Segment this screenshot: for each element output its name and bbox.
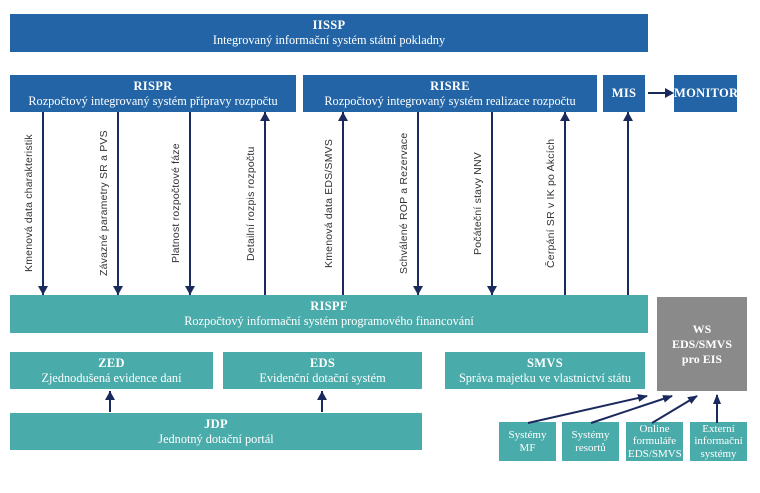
box-rispf-title: RISPF [310,299,348,314]
arrow-jdp-to-zed [109,391,111,412]
box-ws-eds-smvs-pro-eis: WS EDS/SMVS pro EIS [657,297,747,391]
box-jdp-title: JDP [204,416,228,431]
arrow-mis-to-monitor [648,88,674,98]
flow-label: Čerpání SR v IK po Akcích [545,138,557,269]
box-mis: MIS [603,75,645,112]
box-iissp-title: IISSP [312,18,346,33]
box-online-formulare-eds-smvs-label: Online formuláře EDS/SMVS [628,423,682,460]
box-rispf: RISPF Rozpočtový informační systém progr… [10,295,648,333]
box-iissp: IISSP Integrovaný informační systém stát… [10,14,648,52]
box-ws-line2: EDS/SMVS [671,336,733,351]
box-risre: RISRE Rozpočtový integrovaný systém real… [303,75,597,112]
box-online-formulare-eds-smvs: Online formuláře EDS/SMVS [626,422,683,461]
box-ws-line3: pro EIS [681,351,723,366]
arrow-up-icon [342,112,344,295]
flow-label: Schválené ROP a Rezervace [398,132,410,275]
box-externi-informacni-systemy: Externí informační systémy [690,422,747,461]
box-jdp: JDP Jednotný dotační portál [10,413,422,450]
box-monitor: MONITOR [674,75,739,112]
arrow-up-icon [564,112,566,295]
box-systemy-resortu-label: Systémy resortů [571,429,610,454]
box-systemy-resortu: Systémy resortů [562,422,619,461]
arrow-online-formulare-to-ws [651,395,698,424]
box-eds: EDS Evidenční dotační systém [223,352,422,389]
flow-kmenova-data-charakteristik: Kmenová data charakteristik [18,112,44,295]
box-zed-subtitle: Zjednodušená evidence daní [41,370,182,385]
box-rispr-subtitle: Rozpočtový integrovaný systém přípravy r… [28,93,278,108]
box-zed: ZED Zjednodušená evidence daní [10,352,213,389]
arrow-down-icon [491,112,493,295]
box-smvs-subtitle: Správa majetku ve vlastnictví státu [458,370,632,385]
box-smvs: SMVS Správa majetku ve vlastnictví státu [445,352,645,389]
box-jdp-subtitle: Jednotný dotační portál [158,431,274,446]
arrow-rispf-to-mis [603,112,629,295]
box-rispr: RISPR Rozpočtový integrovaný systém příp… [10,75,296,112]
arrow-systemy-resortu-to-ws [590,395,673,424]
box-zed-title: ZED [98,355,125,370]
flow-detailni-rozpis-rozpoctu: Detailní rozpis rozpočtu [240,112,266,295]
flow-schvalene-rop-a-rezervace: Schválené ROP a Rezervace [393,112,419,295]
flow-label: Kmenová data EDS/SMVS [323,138,335,269]
box-systemy-mf: Systémy MF [499,422,556,461]
arrow-down-icon [42,112,44,295]
flow-cerpani-sr-v-ik-po-akcich: Čerpání SR v IK po Akcích [540,112,566,295]
box-smvs-title: SMVS [527,355,563,370]
arrow-systemy-mf-to-ws [527,394,648,424]
flow-zavazne-parametry-sr-a-pvs: Závazné parametry SR a PVS [93,112,119,295]
flow-kmenova-data-eds-smvs: Kmenová data EDS/SMVS [318,112,344,295]
flow-label: Počáteční stavy NNV [472,152,484,256]
flow-label: Závazné parametry SR a PVS [98,130,110,277]
box-systemy-mf-label: Systémy MF [508,429,547,454]
box-iissp-subtitle: Integrovaný informační systém státní pok… [212,33,446,48]
box-risre-title: RISRE [430,78,470,93]
box-monitor-title: MONITOR [674,86,739,100]
box-externi-informacni-systemy-label: Externí informační systémy [694,423,743,460]
box-risre-subtitle: Rozpočtový integrovaný systém realizace … [324,93,576,108]
arrow-up-icon [264,112,266,295]
box-eds-subtitle: Evidenční dotační systém [259,370,386,385]
box-rispf-subtitle: Rozpočtový informační systém programovéh… [184,314,474,329]
flow-label: Kmenová data charakteristik [23,134,35,273]
box-mis-title: MIS [611,86,637,100]
box-rispr-title: RISPR [133,78,173,93]
flow-label: Detailní rozpis rozpočtu [245,146,257,261]
flow-pocatecni-stavy-nnv: Počáteční stavy NNV [467,112,493,295]
box-ws-line1: WS [692,321,712,336]
flow-platnost-rozpoctove-faze: Platnost rozpočtové fáze [165,112,191,295]
arrow-down-icon [417,112,419,295]
arrow-up-icon [627,112,629,295]
arrow-jdp-to-eds [321,391,323,412]
arrow-down-icon [189,112,191,295]
flow-label: Platnost rozpočtové fáze [170,143,182,264]
arrow-down-icon [117,112,119,295]
box-eds-title: EDS [309,355,336,370]
